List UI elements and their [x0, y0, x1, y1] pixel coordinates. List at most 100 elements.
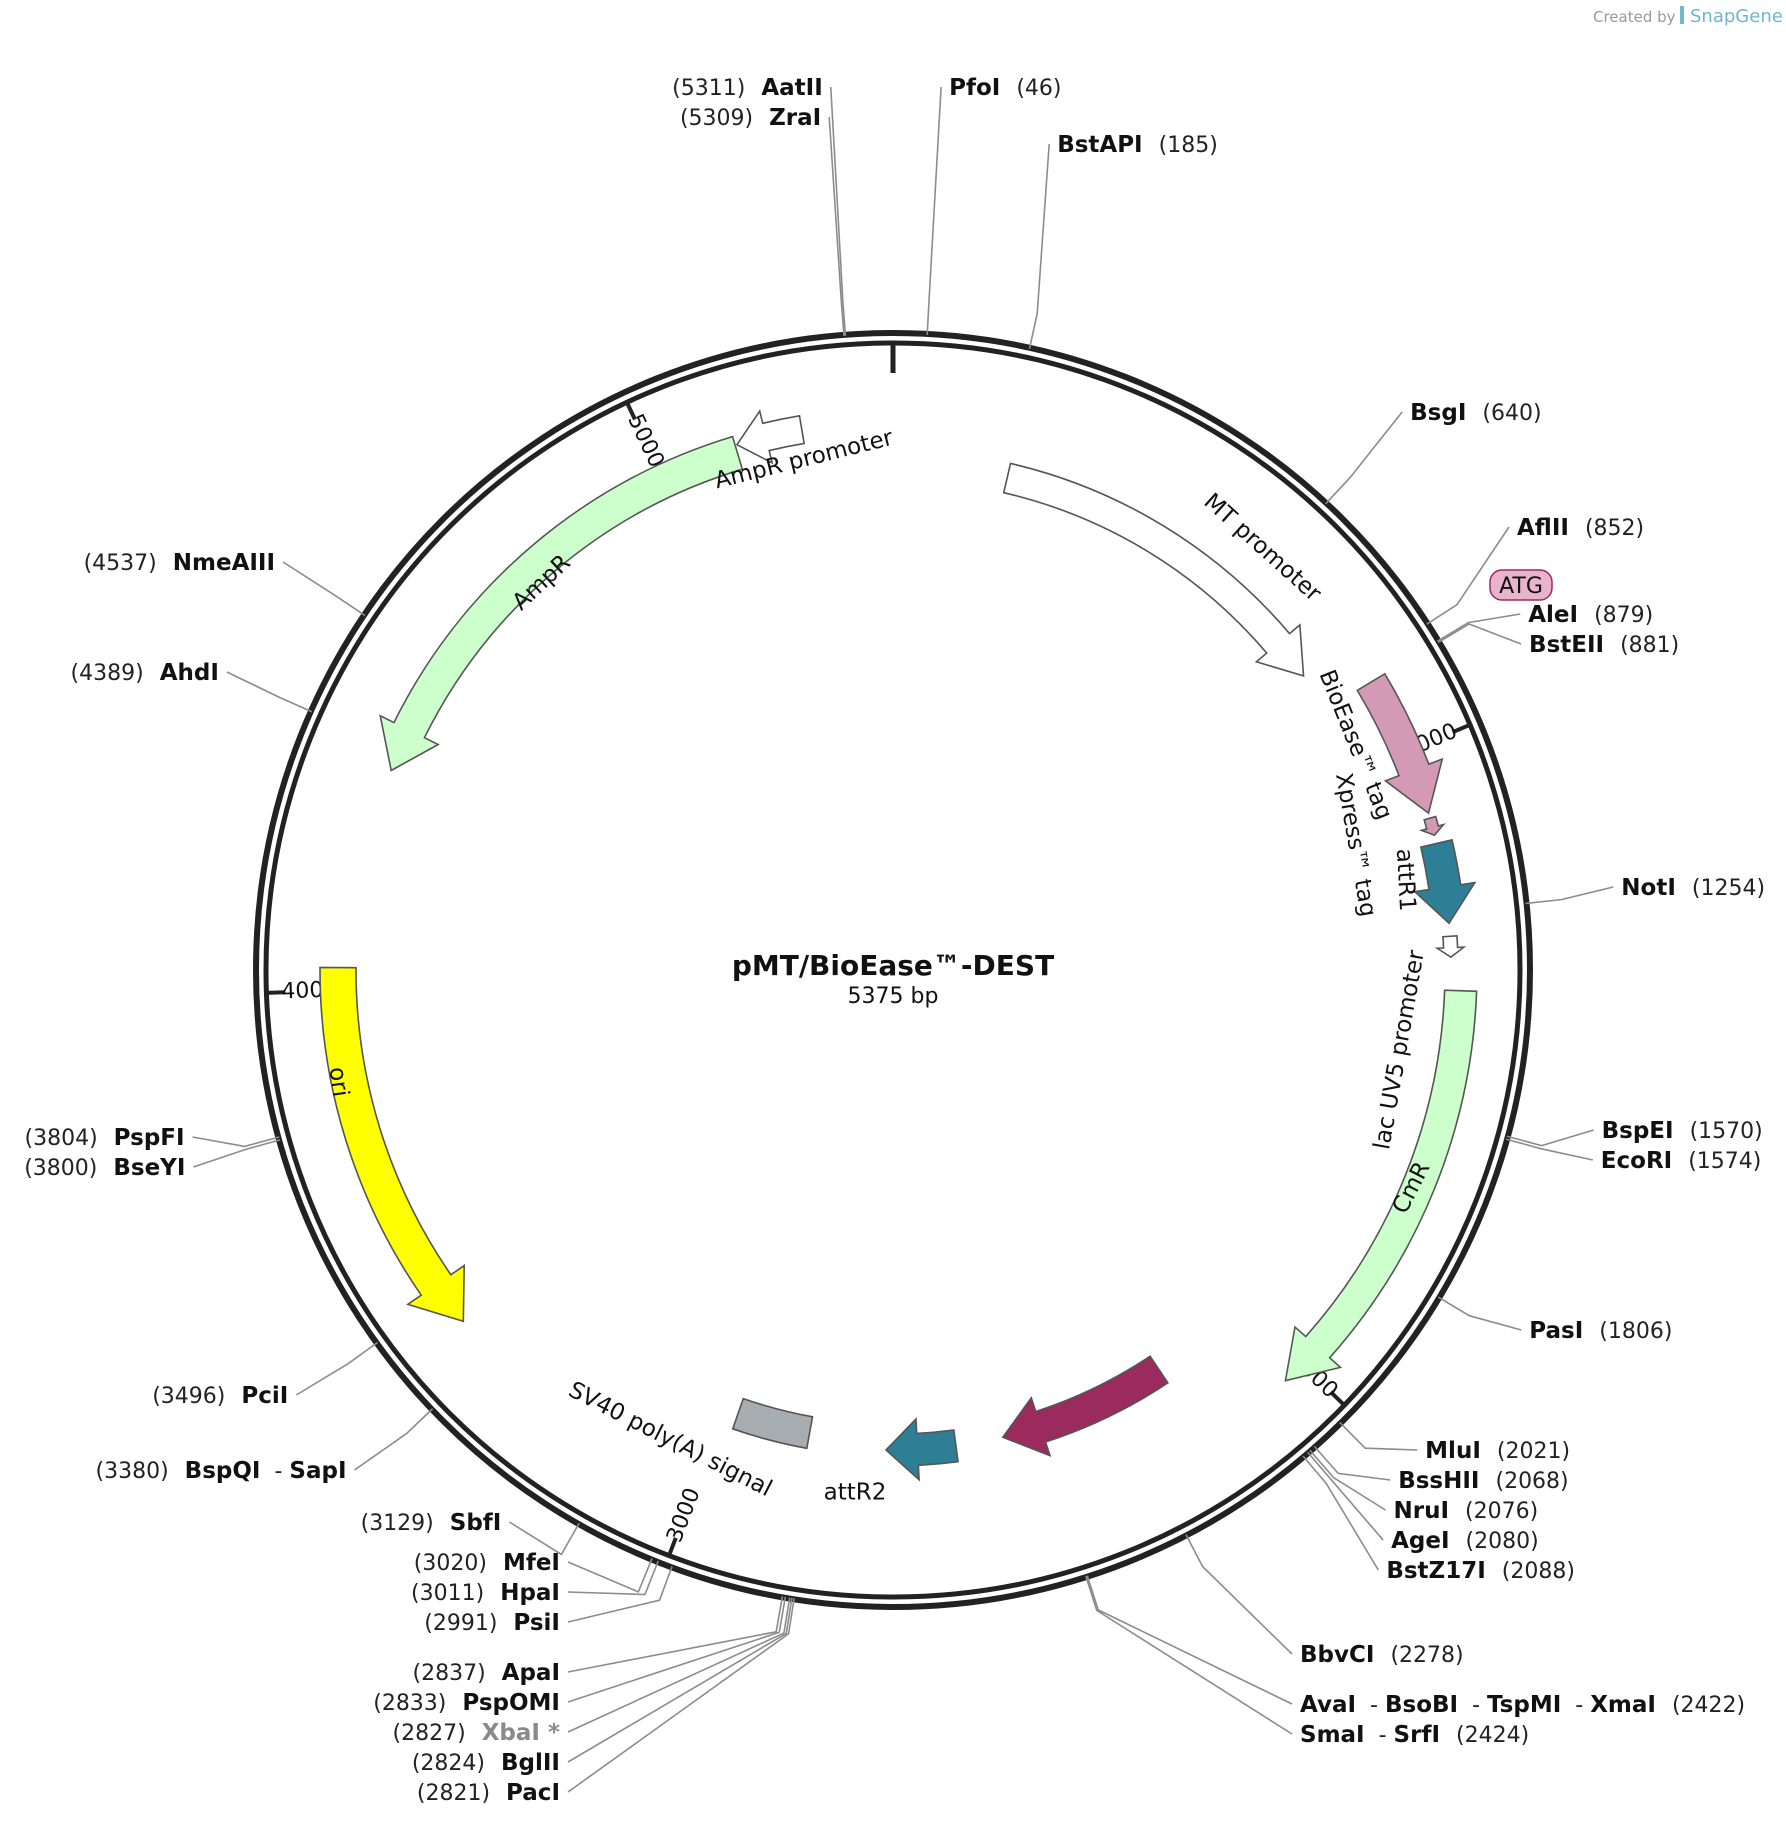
site-leader-line — [1028, 143, 1050, 349]
site-name: NotI — [1621, 875, 1676, 901]
site-leader-line — [1525, 886, 1614, 905]
site-label: MluI(2021) — [1425, 1438, 1570, 1464]
tick-mark — [624, 400, 637, 421]
site-name: AgeI — [1391, 1528, 1449, 1554]
tick-mark — [666, 1537, 678, 1558]
site-label: (3129)SbfI — [361, 1510, 502, 1536]
site-position: (852) — [1585, 516, 1644, 541]
site-separator: - — [1356, 1693, 1385, 1718]
site-name: BbvCI — [1300, 1642, 1374, 1668]
site-name: BspQI — [185, 1458, 261, 1484]
site-leader-line — [295, 1341, 378, 1396]
site-label: AvaI - BsoBI - TspMI - XmaI(2422) — [1300, 1692, 1745, 1718]
site-bsteii: BstEII (881) — [1437, 623, 1679, 658]
site-label: BstEII (881) — [1529, 632, 1679, 658]
site-name: PasI — [1529, 1318, 1583, 1344]
site-separator: - — [1365, 1723, 1394, 1748]
site-position: (3496) — [152, 1384, 225, 1409]
site-name: SapI — [289, 1458, 346, 1484]
site-xbai: (2827)XbaI * — [393, 1597, 791, 1746]
site-position: (2021) — [1497, 1439, 1570, 1464]
site-leader-line — [1085, 1575, 1293, 1735]
site-name: BstZ17I — [1386, 1558, 1485, 1584]
site-position: (2278) — [1390, 1643, 1463, 1668]
site-label: (2991)PsiI — [424, 1610, 560, 1636]
site-label: (3800) BseYI — [24, 1155, 185, 1181]
site-position: (879) — [1594, 603, 1653, 628]
site-position: (3020) — [414, 1551, 487, 1576]
site-name: BspEI — [1602, 1118, 1674, 1144]
site-leader-line — [567, 1597, 793, 1763]
site-label: BssHII(2068) — [1398, 1468, 1568, 1494]
site-ecori: EcoRI (1574) — [1505, 1138, 1761, 1174]
site-leader-line — [1302, 1455, 1380, 1571]
site-name: HpaI — [500, 1580, 560, 1606]
site-leader-line — [828, 116, 845, 336]
site-name: NmeAIII — [173, 550, 275, 576]
branding-name: SnapGene — [1690, 6, 1783, 27]
site-nrui: NruI(2076) — [1309, 1449, 1538, 1524]
site-aatii-zrai: (5311)AatII — [672, 75, 847, 336]
site-leader-line — [1437, 613, 1521, 642]
site-position: (2076) — [1465, 1499, 1538, 1524]
site-label: (4389)AhdI — [71, 660, 219, 686]
plasmid-title: pMT/BioEase™-DEST — [732, 949, 1054, 982]
sites-layer: (5311)AatII(5309)ZraIPfoI(46)BstAPI(185)… — [24, 75, 1765, 1806]
site-leader-line — [567, 1596, 784, 1673]
site-position: (2422) — [1672, 1693, 1745, 1718]
site-label: BbvCI (2278) — [1300, 1642, 1464, 1668]
feature-ori — [319, 966, 466, 1323]
site-label: BsgI(640) — [1410, 400, 1541, 426]
site-label: (2821)PacI — [417, 1780, 560, 1806]
site-leader-line — [193, 1139, 281, 1168]
feature-ccdb — [1001, 1355, 1169, 1458]
site-position: (2991) — [424, 1611, 497, 1636]
site-position: (2068) — [1495, 1469, 1568, 1494]
site-label: AflII(852) — [1517, 515, 1644, 541]
feature-sv40-polya — [731, 1397, 814, 1450]
site-position: (3800) — [24, 1156, 97, 1181]
site-position: (185) — [1159, 133, 1218, 158]
feature-label-ccdb: ccdB — [999, 1496, 1060, 1538]
site-name: BstEII — [1529, 632, 1604, 658]
site-bsshii: BssHII(2068) — [1313, 1445, 1569, 1494]
site-label: (2827)XbaI * — [393, 1720, 560, 1746]
branding: Created by SnapGene — [1593, 6, 1783, 27]
site-leader-line — [1437, 623, 1522, 645]
site-position: (1574) — [1688, 1149, 1761, 1174]
site-alei: AleI (879) — [1437, 602, 1653, 642]
site-leader-line — [829, 86, 847, 336]
site-label: (3380)BspQI - SapI — [96, 1458, 347, 1484]
site-position: (881) — [1620, 633, 1679, 658]
tick-mark — [1451, 722, 1472, 735]
site-avai-group: AvaI - BsoBI - TspMI - XmaI(2422) — [1086, 1575, 1745, 1718]
site-leader-line — [1086, 1575, 1293, 1705]
site-pcii: (3496)PciI — [152, 1341, 378, 1409]
site-name: EcoRI — [1601, 1148, 1672, 1174]
site-position: (2827) — [393, 1721, 466, 1746]
site-position: (2088) — [1502, 1559, 1575, 1584]
site-position: (3804) — [25, 1126, 98, 1151]
site-leader-line — [1506, 1129, 1594, 1147]
site-pspomi: (2833)PspOMI — [373, 1596, 787, 1716]
site-zrai: (5309)ZraI — [680, 105, 845, 336]
site-label: (3496)PciI — [152, 1383, 288, 1409]
snapgene-logo-icon — [1680, 6, 1684, 24]
atg-badge — [1489, 569, 1553, 601]
site-leader-line — [1437, 1296, 1522, 1331]
feature-label-attr2: attR2 — [824, 1480, 887, 1506]
site-hpai: (3011)HpaI — [411, 1560, 659, 1606]
site-leader-line — [926, 86, 942, 335]
site-bstz17i: BstZ17I (2088) — [1302, 1455, 1575, 1584]
feature-label-attr1: attR1 — [1391, 848, 1420, 912]
site-position: (5311) — [672, 76, 745, 101]
branding-prefix: Created by — [1593, 8, 1676, 26]
site-leader-line — [354, 1408, 434, 1471]
site-label: BstZ17I (2088) — [1386, 1558, 1575, 1584]
feature-attr2 — [884, 1417, 959, 1482]
site-name: AhdI — [160, 660, 219, 686]
site-name: BsgI — [1410, 400, 1466, 426]
site-name: AleI — [1528, 602, 1578, 628]
site-name: BseYI — [113, 1155, 185, 1181]
site-mlui: MluI(2021) — [1339, 1421, 1570, 1464]
